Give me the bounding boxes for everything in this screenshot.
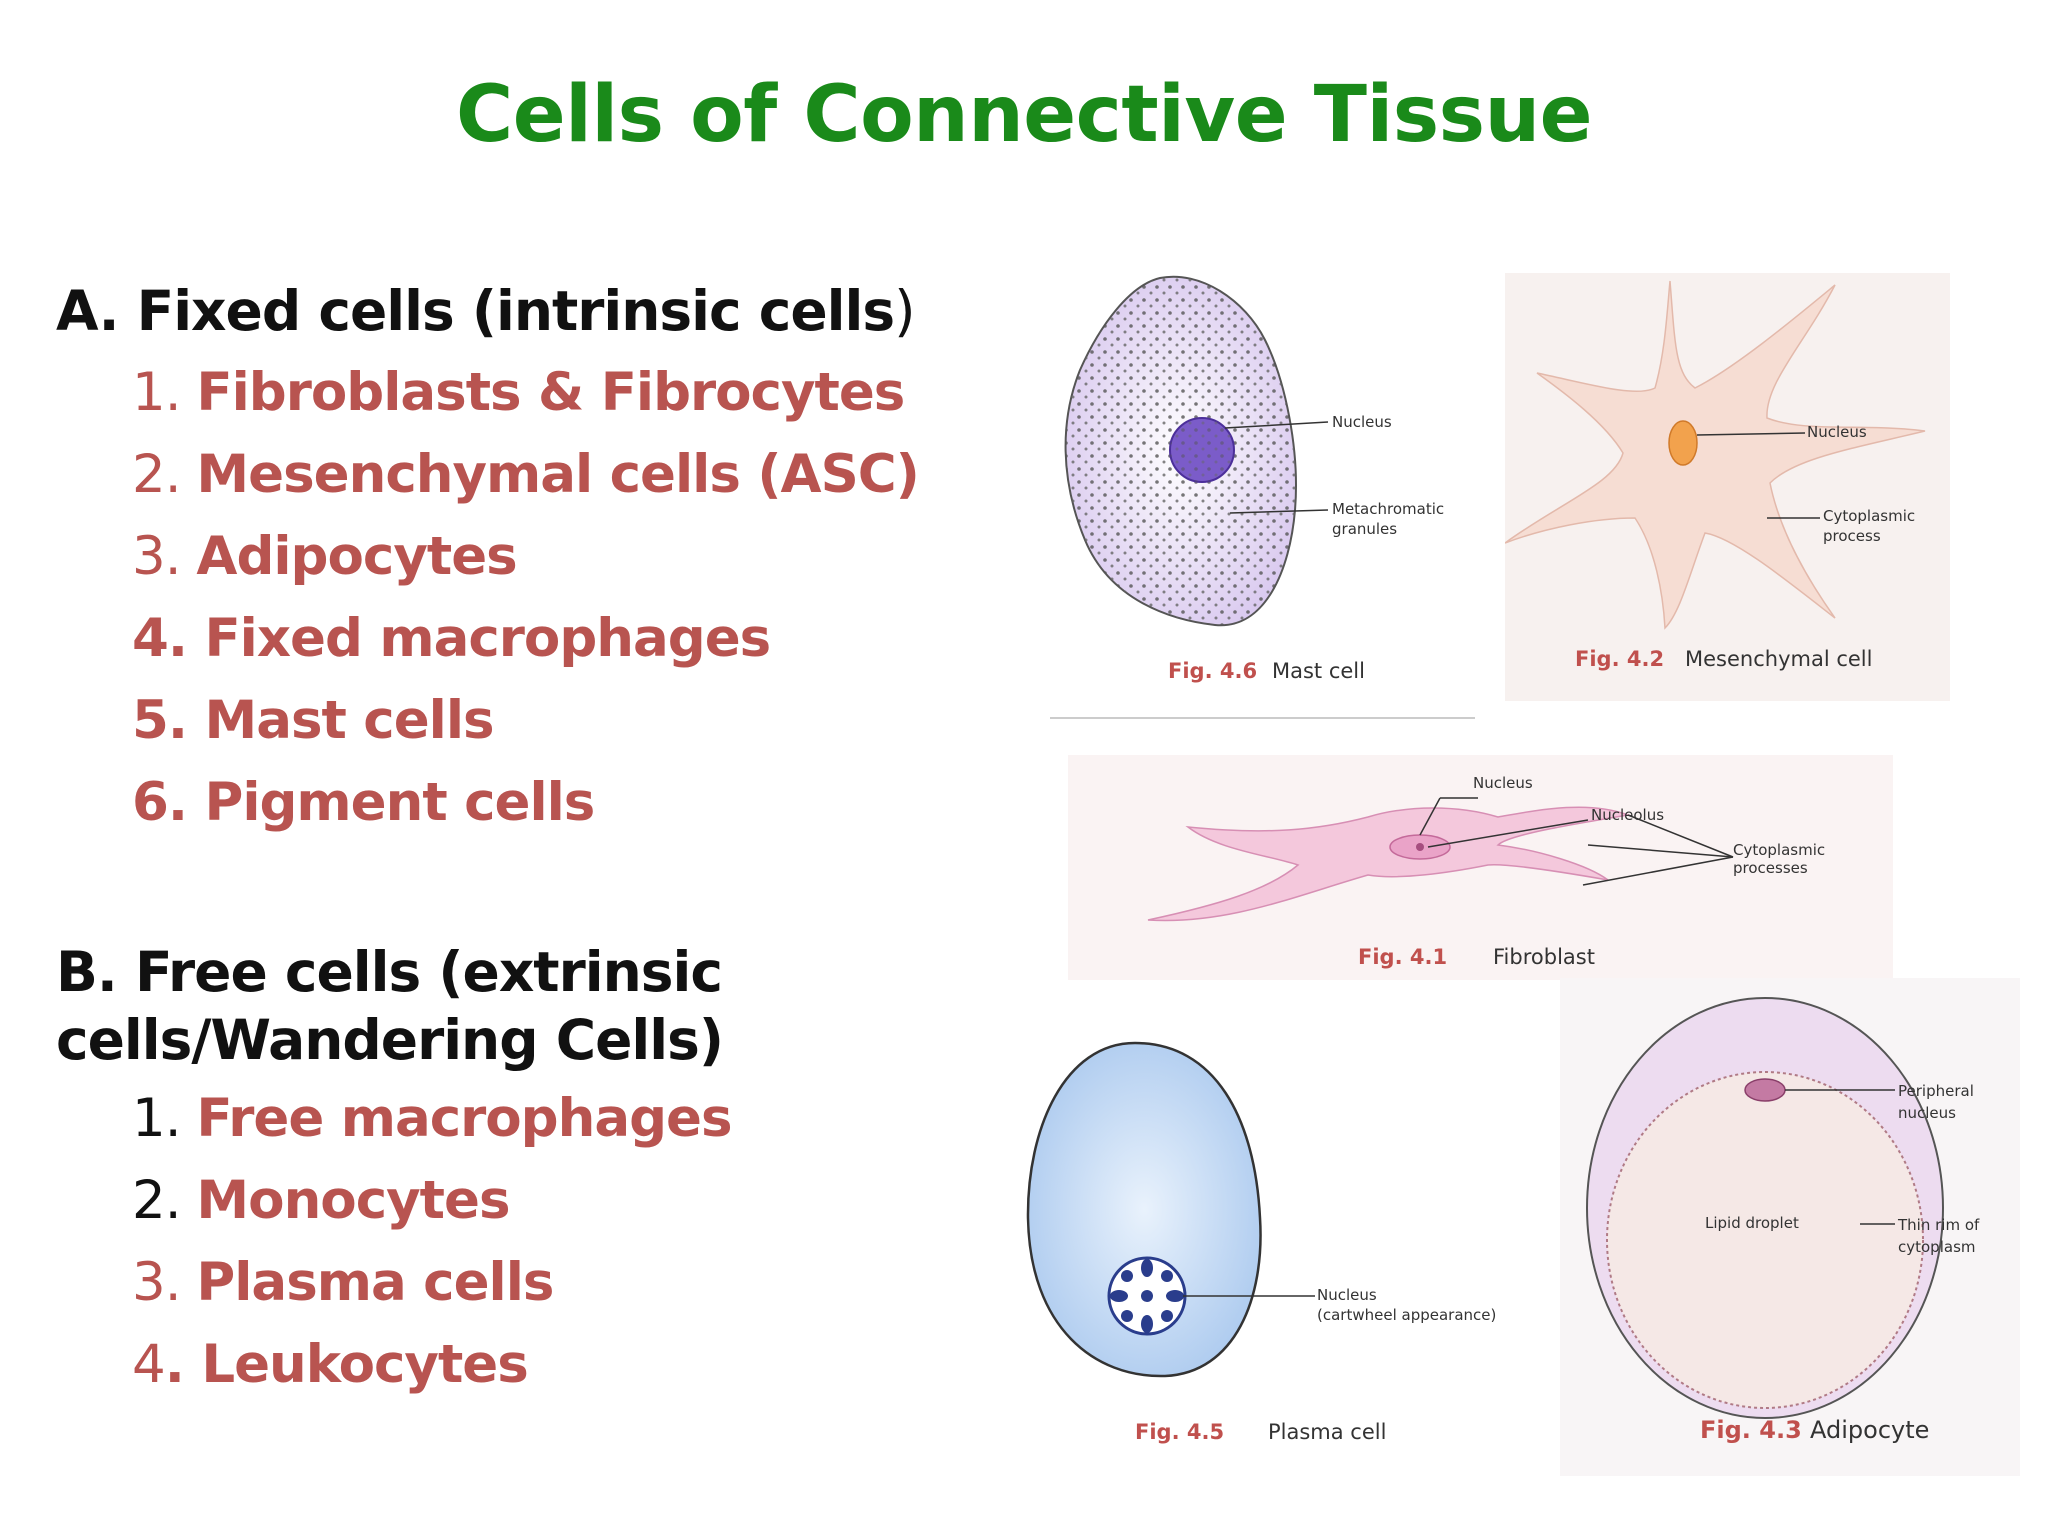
adipocyte-nucleus-label-2: nucleus xyxy=(1898,1104,1956,1122)
adipocyte-lipid-label: Lipid droplet xyxy=(1705,1214,1799,1232)
item-label: Free macrophages xyxy=(196,1088,732,1149)
list-item: 6. Pigment cells xyxy=(132,762,919,844)
mesenchymal-process-label-2: process xyxy=(1823,527,1881,545)
section-a-heading: A. Fixed cells (intrinsic cells) xyxy=(56,277,916,345)
adipocyte-nucleus xyxy=(1744,1078,1786,1102)
item-number: 3. xyxy=(132,1252,197,1313)
item-number: 2. xyxy=(132,444,197,505)
list-item: 4. Fixed macrophages xyxy=(132,598,919,680)
plasma-cell-figure: Nucleus (cartwheel appearance) Fig. 4.5 … xyxy=(1025,1038,1535,1458)
fibroblast-fig-name: Fibroblast xyxy=(1493,945,1595,969)
list-item: 1. Free macrophages xyxy=(132,1078,733,1160)
adipocyte-fig-name: Adipocyte xyxy=(1810,1416,1929,1444)
fixed-cells-list: 1. Fibroblasts & Fibrocytes 2. Mesenchym… xyxy=(132,352,920,844)
item-number: 4 xyxy=(132,1334,166,1395)
item-number: 1. xyxy=(132,362,197,423)
adipocyte-rim-label-2: cytoplasm xyxy=(1898,1238,1976,1256)
mast-cell-figure: Nucleus Metachromatic granules Fig. 4.6 … xyxy=(1050,270,1480,720)
mast-fig-name: Mast cell xyxy=(1272,659,1365,683)
fibroblast-nucleus-label: Nucleus xyxy=(1473,774,1533,792)
section-b-heading-line2: cells/Wandering Cells) xyxy=(56,1008,724,1072)
mesenchymal-process-label-1: Cytoplasmic xyxy=(1823,507,1915,525)
list-item: 2. Mesenchymal cells (ASC) xyxy=(132,434,920,516)
fibroblast-nucleolus-label: Nucleolus xyxy=(1591,806,1664,824)
mesenchymal-fig-number: Fig. 4.2 xyxy=(1575,647,1664,671)
item-label: Fixed macrophages xyxy=(204,608,771,669)
section-b-heading-line1: B. Free cells (extrinsic xyxy=(56,940,723,1004)
plasma-nucleus-label-1: Nucleus xyxy=(1317,1286,1377,1304)
item-label: Pigment cells xyxy=(204,772,595,833)
adipocyte-fig-number: Fig. 4.3 xyxy=(1700,1416,1802,1444)
plasma-fig-name: Plasma cell xyxy=(1268,1420,1386,1444)
plasma-cell-body xyxy=(1026,1041,1262,1378)
item-number: 2. xyxy=(132,1170,197,1231)
adipocyte-rim-label-1: Thin rim of xyxy=(1897,1216,1980,1234)
mesenchymal-cell-body xyxy=(1505,280,1926,630)
list-item: 5. Mast cells xyxy=(132,680,919,762)
fibroblast-processes-label-2: processes xyxy=(1733,859,1808,877)
adipocyte-nucleus-label-1: Peripheral xyxy=(1898,1082,1974,1100)
section-b-heading: B. Free cells (extrinsic cells/Wandering… xyxy=(56,938,724,1074)
list-item: 4. Leukocytes xyxy=(132,1324,732,1406)
fibroblast-processes-label-1: Cytoplasmic xyxy=(1733,841,1825,859)
adipocyte-figure: Lipid droplet Peripheral nucleus Thin ri… xyxy=(1560,978,2020,1476)
item-label: Fibroblasts & Fibrocytes xyxy=(196,362,905,423)
list-item: 1. Fibroblasts & Fibrocytes xyxy=(132,352,919,434)
fibroblast-cell-body xyxy=(1147,806,1631,922)
section-a-heading-text: A. Fixed cells (intrinsic cells xyxy=(56,279,895,343)
mast-granules-label-2: granules xyxy=(1332,520,1397,538)
mesenchymal-fig-name: Mesenchymal cell xyxy=(1685,647,1872,671)
list-item: 3. Plasma cells xyxy=(132,1242,732,1324)
fibroblast-figure: Nucleus Nucleolus Cytoplasmic processes … xyxy=(1068,755,1893,980)
item-label: Plasma cells xyxy=(196,1252,554,1313)
list-item: 2. Monocytes xyxy=(132,1160,732,1242)
mast-fig-number: Fig. 4.6 xyxy=(1168,659,1257,683)
item-number: 3. xyxy=(132,526,197,587)
adipocyte-lipid-droplet xyxy=(1606,1071,1924,1409)
section-a-heading-close: ) xyxy=(894,279,915,343)
item-number: 5. xyxy=(132,690,205,751)
list-item: 3. Adipocytes xyxy=(132,516,919,598)
plasma-fig-number: Fig. 4.5 xyxy=(1135,1420,1224,1444)
fibroblast-fig-number: Fig. 4.1 xyxy=(1358,945,1447,969)
mast-granules-label-1: Metachromatic xyxy=(1332,500,1444,518)
mesenchymal-cell-nucleus xyxy=(1668,420,1698,466)
mast-nucleus-label: Nucleus xyxy=(1332,413,1392,431)
item-label: Mesenchymal cells (ASC) xyxy=(196,444,919,505)
fibroblast-nucleolus xyxy=(1416,843,1424,851)
item-number: 4. xyxy=(132,608,205,669)
item-number: 6. xyxy=(132,772,205,833)
free-cells-list: 1. Free macrophages 2. Monocytes 3. Plas… xyxy=(132,1078,733,1406)
mesenchymal-cell-figure: Nucleus Cytoplasmic process Fig. 4.2 Mes… xyxy=(1505,273,1950,701)
item-number: 1. xyxy=(132,1088,197,1149)
item-label: Monocytes xyxy=(196,1170,510,1231)
plasma-nucleus-label-2: (cartwheel appearance) xyxy=(1317,1306,1496,1324)
item-label: Adipocytes xyxy=(196,526,517,587)
slide-title: Cells of Connective Tissue xyxy=(455,70,1593,160)
item-label: Mast cells xyxy=(204,690,494,751)
item-label: . Leukocytes xyxy=(164,1334,529,1395)
mesenchymal-nucleus-label: Nucleus xyxy=(1807,423,1867,441)
